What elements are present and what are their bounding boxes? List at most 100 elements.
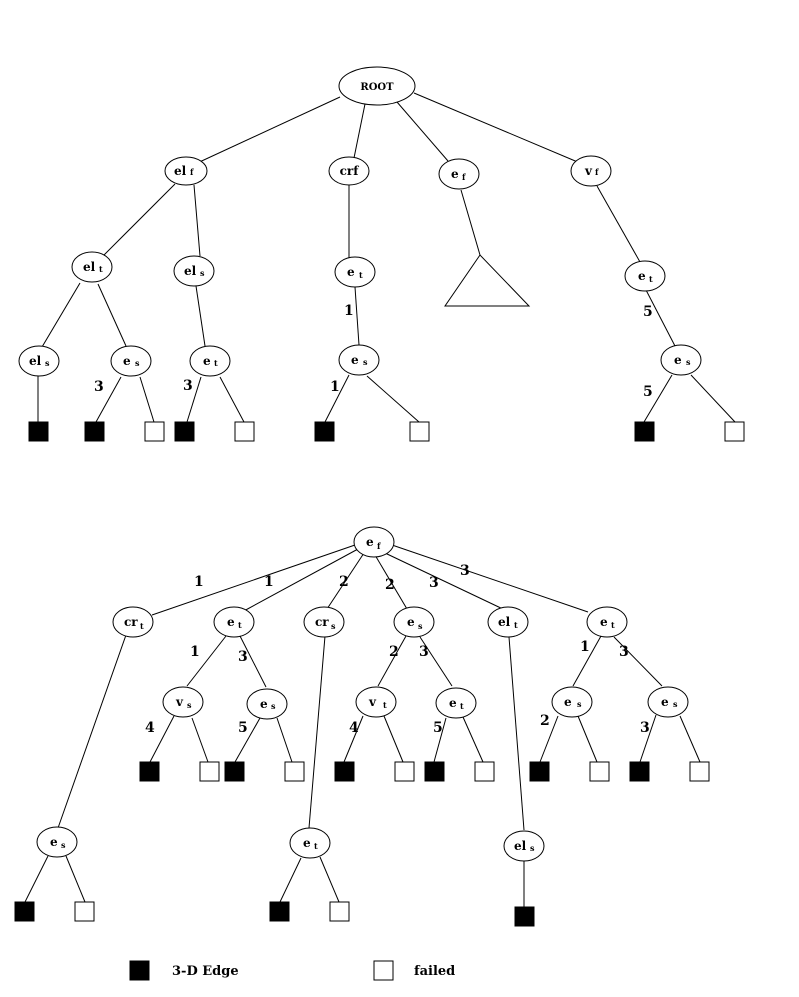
svg-text:crf: crf [340,164,360,178]
svg-text:s: s [577,699,582,709]
node-cr-s: cr s [303,606,345,638]
edge-label: 3 [460,563,470,579]
edge-label: 1 [194,574,204,590]
edge-label: 4 [349,720,359,736]
edge-label: 1 [264,574,274,590]
node-elf: el f [164,156,208,186]
edge-label: 3 [183,378,193,394]
edge-label: 3 [419,644,429,660]
svg-text:v: v [584,164,593,178]
svg-text:e: e [407,615,415,629]
svg-text:e: e [123,354,131,368]
svg-text:s: s [363,357,368,367]
svg-text:v: v [368,695,377,709]
svg-text:e: e [50,835,58,849]
svg-text:e: e [674,353,682,367]
svg-text:f: f [190,167,194,177]
svg-text:e: e [260,697,268,711]
node-es-vf: e s [660,344,702,376]
legend-failed-swatch [373,960,394,981]
svg-text:t: t [99,264,103,274]
edge-label: 1 [330,379,340,395]
svg-text:e: e [203,354,211,368]
legend: 3-D Edge failed [129,960,455,981]
svg-text:s: s [187,700,192,710]
svg-text:el: el [514,839,527,853]
svg-text:s: s [418,621,423,631]
svg-text:t: t [649,274,653,284]
svg-text:s: s [673,699,678,709]
top-tree-leaves [28,421,745,442]
svg-text:el: el [174,164,187,178]
bottom-tree-leaves [14,761,710,927]
node-e-t4: e t [289,827,331,859]
svg-text:t: t [238,620,242,630]
svg-text:t: t [140,621,144,631]
collapsed-subtree-triangle [444,254,531,307]
svg-text:e: e [351,353,359,367]
svg-text:f: f [595,167,599,177]
edge-label: 3 [238,649,248,665]
node-et-a: e t [189,345,231,377]
svg-text:s: s [530,843,535,853]
node-v-t: v t [355,686,397,718]
node-et-vf: e t [624,260,666,292]
node-el-t2: el t [487,606,529,638]
node-e-s4: e s [647,686,689,718]
edge-label: 2 [385,577,395,593]
svg-text:e: e [661,695,669,709]
node-e-s5: e s [36,826,78,858]
edge-label: 3 [429,575,439,591]
node-es-cr: e s [338,344,380,376]
node-e-t2: e t [586,606,628,638]
svg-text:ROOT: ROOT [360,82,394,93]
node-v-s: v s [162,686,204,718]
svg-text:t: t [514,620,518,630]
node-e-s3: e s [551,686,593,718]
svg-text:e: e [600,615,608,629]
legend-failed-label: failed [414,964,455,979]
node-crf: crf [328,156,370,186]
node-e-s1: e s [393,606,435,638]
svg-text:s: s [135,358,140,368]
edge-label: 1 [344,303,354,319]
svg-text:s: s [686,357,691,367]
node-els-a: el s [18,345,60,377]
edge-label: 2 [339,574,349,590]
svg-text:v: v [175,695,184,709]
svg-text:el: el [184,264,197,278]
node-e-t3: e t [435,687,477,719]
node-els-top: el s [173,255,215,287]
svg-text:el: el [83,260,96,274]
svg-text:t: t [214,358,218,368]
svg-text:t: t [460,701,464,711]
svg-text:cr: cr [315,615,329,629]
edge-label: 3 [640,720,650,736]
legend-edge-label: 3-D Edge [172,964,239,979]
node-cr-t: cr t [112,606,154,638]
edge-label: 5 [433,720,443,736]
bottom-tree-edges [24,544,701,907]
edge-label: 4 [145,720,155,736]
svg-text:e: e [451,167,459,181]
svg-text:el: el [498,615,511,629]
svg-text:s: s [271,701,276,711]
svg-text:e: e [564,695,572,709]
svg-text:e: e [347,265,355,279]
svg-text:t: t [314,841,318,851]
node-es-a: e s [110,345,152,377]
svg-text:el: el [29,354,42,368]
legend-edge-swatch [129,960,150,981]
edge-label: 2 [540,713,550,729]
svg-text:e: e [449,696,457,710]
svg-text:e: e [366,535,374,549]
edge-label: 5 [643,304,653,320]
edge-label: 5 [643,384,653,400]
svg-text:e: e [227,615,235,629]
edge-label: 1 [190,644,200,660]
svg-text:e: e [638,269,646,283]
svg-text:t: t [359,270,363,280]
edge-label: 3 [619,644,629,660]
top-tree-edges [37,92,736,423]
svg-text:e: e [303,836,311,850]
